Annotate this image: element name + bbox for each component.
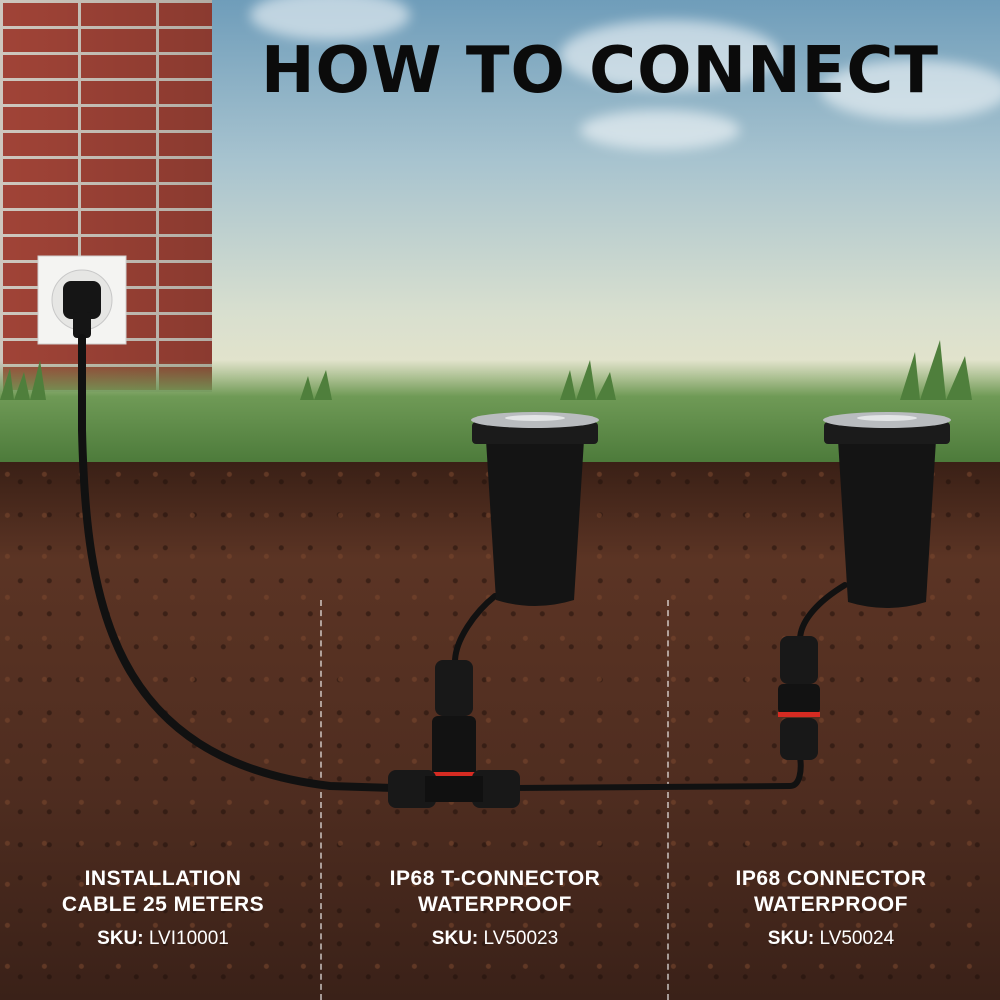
inline-connector-icon — [778, 636, 820, 760]
sku-value: LV50023 — [483, 928, 559, 949]
page-title: HOW TO CONNECT — [260, 34, 940, 108]
cloud — [560, 20, 780, 90]
ground-light-icon — [471, 412, 599, 606]
brick-wall — [0, 0, 212, 392]
product-sku: SKU: LVI10001 — [13, 928, 313, 950]
sku-value: LVI10001 — [148, 928, 229, 949]
grass-tufts — [0, 340, 972, 400]
product-sku: SKU: LV50024 — [681, 928, 981, 950]
sku-value: LV50024 — [819, 928, 895, 949]
inline-connector-label: IP68 CONNECTOR WATERPROOF SKU: LV50024 — [681, 866, 981, 950]
product-name: INSTALLATION CABLE 25 METERS — [61, 867, 265, 916]
cloud — [580, 110, 740, 150]
product-sku: SKU: LV50023 — [345, 928, 645, 950]
section-divider — [667, 600, 669, 1000]
sku-label: SKU: — [767, 928, 815, 949]
t-connector-label: IP68 T-CONNECTOR WATERPROOF SKU: LV50023 — [345, 866, 645, 950]
installation-cable-label: INSTALLATION CABLE 25 METERS SKU: LVI100… — [13, 866, 313, 950]
cable — [78, 334, 848, 792]
cloud — [250, 0, 410, 40]
cloud — [820, 60, 1000, 120]
plug-icon — [63, 281, 101, 338]
sku-label: SKU: — [97, 928, 144, 949]
ground-light-icon — [823, 412, 951, 608]
product-name: IP68 T-CONNECTOR WATERPROOF — [389, 867, 601, 916]
section-divider — [320, 600, 322, 1000]
product-name: IP68 CONNECTOR WATERPROOF — [735, 867, 927, 916]
sku-label: SKU: — [431, 928, 479, 949]
t-connector-icon — [388, 660, 520, 808]
